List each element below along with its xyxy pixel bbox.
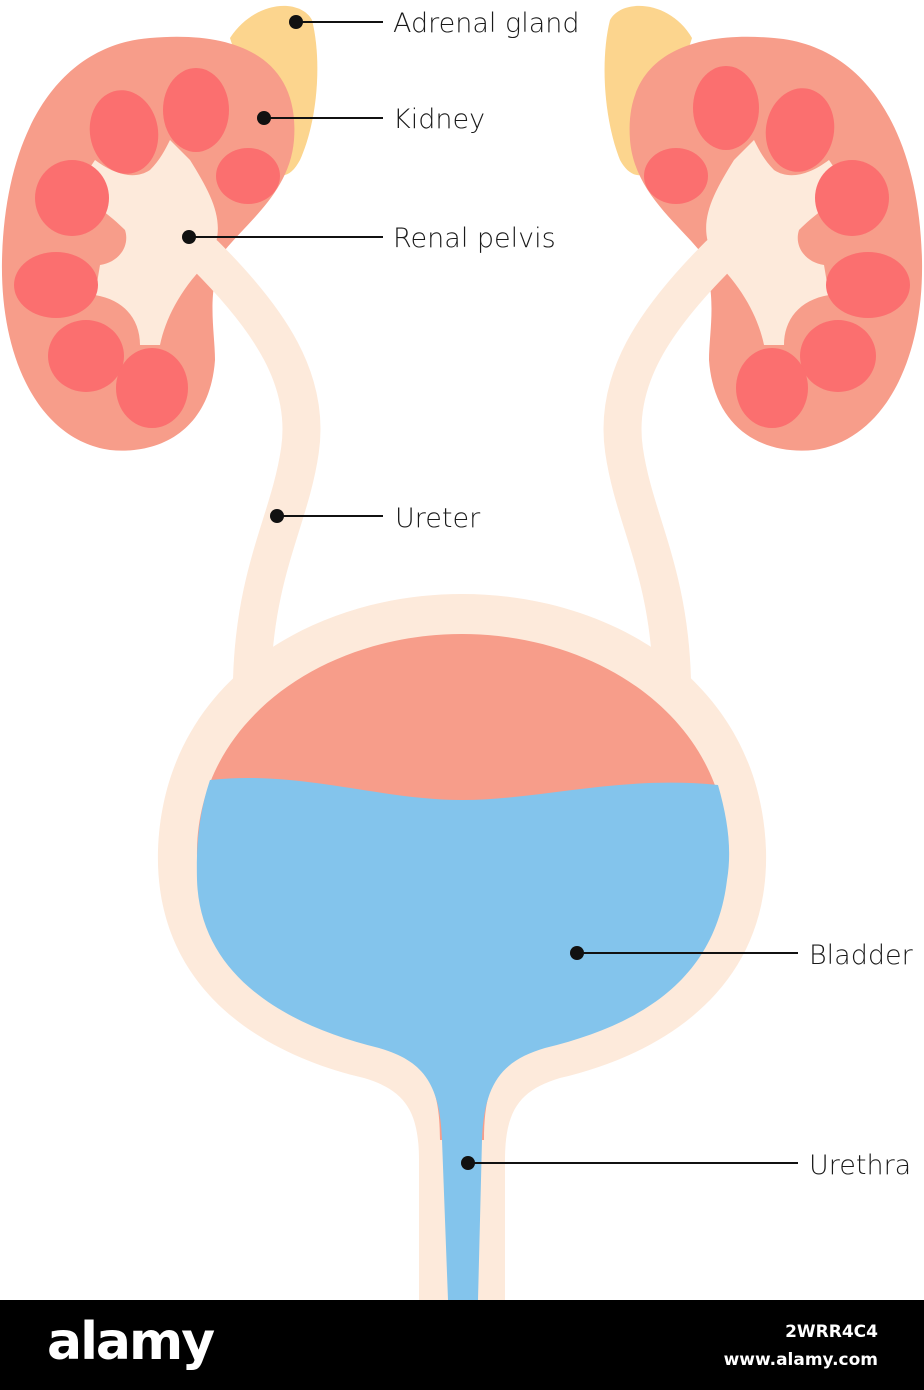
left-ureter — [186, 236, 321, 699]
right-ureter — [603, 236, 738, 699]
label-renal-pelvis: Renal pelvis — [393, 223, 556, 254]
left-pyramid — [35, 160, 109, 236]
right-pyramid — [815, 160, 889, 236]
right-pyramid — [765, 88, 835, 172]
right-pyramid — [826, 252, 910, 318]
leader-renal-pelvis — [182, 230, 383, 244]
image-id: 2WRR4C4 — [785, 1322, 878, 1342]
watermark-footer: alamy 2WRR4C4 www.alamy.com — [0, 1300, 924, 1390]
label-adrenal-gland: Adrenal gland — [393, 8, 580, 39]
leader-adrenal-gland — [289, 15, 383, 29]
label-bladder: Bladder — [809, 940, 914, 971]
left-pyramid — [48, 320, 124, 392]
urinary-system-diagram: Adrenal gland Kidney Renal pelvis Ureter… — [1, 5, 923, 1300]
label-kidney: Kidney — [393, 104, 485, 135]
leader-urethra — [461, 1156, 798, 1170]
leader-ureter — [270, 509, 383, 523]
left-pyramid — [89, 90, 159, 174]
left-pyramid — [216, 148, 280, 204]
left-kidney — [1, 36, 295, 451]
right-pyramid — [800, 320, 876, 392]
right-kidney — [629, 36, 923, 451]
left-pyramid — [163, 68, 229, 152]
leader-bladder — [570, 946, 798, 960]
alamy-logo: alamy — [47, 1312, 215, 1372]
left-pyramid — [116, 348, 188, 428]
leader-kidney — [257, 111, 383, 125]
label-urethra: Urethra — [809, 1150, 911, 1181]
right-pyramid — [736, 348, 808, 428]
right-pyramid — [693, 66, 759, 150]
right-pyramid — [644, 148, 708, 204]
site-url: www.alamy.com — [723, 1350, 878, 1370]
left-pyramid — [14, 252, 98, 318]
urine — [196, 777, 730, 1300]
label-ureter: Ureter — [395, 503, 481, 534]
